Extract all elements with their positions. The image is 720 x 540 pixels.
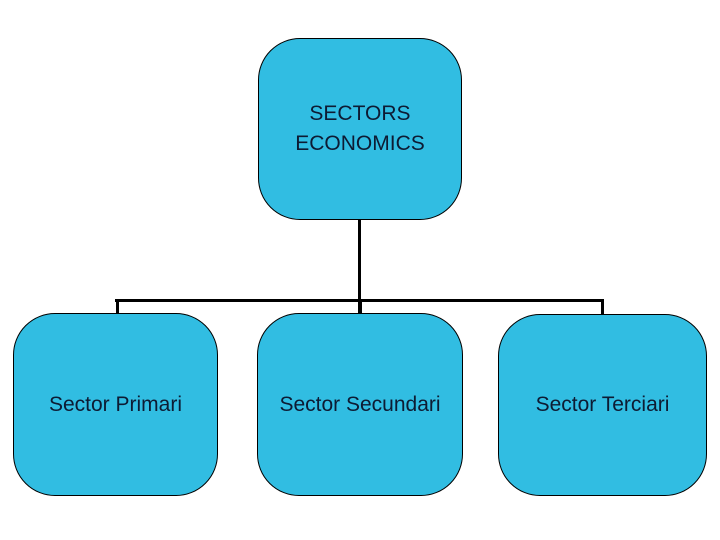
node-sectors-economics-label-line2: ECONOMICS	[295, 132, 425, 155]
node-sector-terciari: Sector Terciari	[498, 314, 707, 496]
node-sectors-economics-label-line1: SECTORS	[309, 102, 411, 125]
connector-stub-primari	[116, 299, 119, 314]
node-sector-terciari-label: Sector Terciari	[535, 393, 670, 416]
connector-stub-secundari	[358, 299, 362, 314]
connector-root-vertical	[358, 220, 361, 302]
node-sector-secundari-label: Sector Secundari	[279, 392, 441, 416]
node-sector-secundari: Sector Secundari	[257, 313, 463, 496]
connector-stub-terciari	[601, 299, 604, 314]
node-sector-primari: Sector Primari	[13, 313, 218, 496]
node-sectors-economics: SECTORS ECONOMICS	[258, 38, 462, 220]
node-sector-primari-label: Sector Primari	[48, 392, 183, 416]
